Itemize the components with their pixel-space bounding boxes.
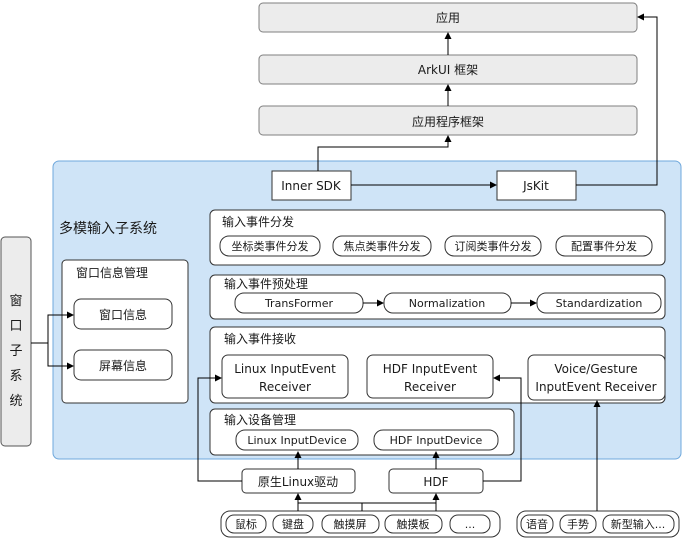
receive-box: 输入事件接收 Linux InputEvent Receiver HDF Inp… — [209, 326, 666, 404]
window-subsystem-char: 统 — [9, 394, 22, 409]
arrow-sdk-to-framework — [317, 135, 452, 171]
devices-connector — [297, 502, 437, 511]
device-item: 键盘 — [282, 517, 304, 531]
app-layer: 应用 — [258, 2, 638, 33]
preprocess-item: TransFormer — [264, 297, 334, 310]
device-item: 触摸屏 — [334, 517, 367, 531]
hdf-receiver-label: Receiver — [404, 380, 456, 394]
window-subsystem-char: 子 — [9, 344, 22, 359]
arrow-hdf-to-hdf-receiver — [483, 374, 522, 482]
preprocess-item: Normalization — [409, 297, 485, 310]
window-subsystem-char: 口 — [9, 319, 22, 334]
dispatch-item: 配置事件分发 — [571, 239, 637, 253]
window-mgmt-title: 窗口信息管理 — [76, 265, 148, 280]
hdf-receiver-label: HDF InputEvent — [383, 362, 478, 376]
device-mgmt-item: Linux InputDevice — [247, 434, 346, 447]
device-mgmt-title: 输入设备管理 — [224, 412, 296, 427]
preprocess-item: Standardization — [556, 297, 643, 310]
device-item: ... — [465, 518, 476, 531]
window-subsystem-char: 系 — [9, 369, 22, 384]
other-device-item: 新型输入... — [611, 517, 666, 531]
linux-receiver-label: Receiver — [259, 380, 311, 394]
voice-receiver-label: InputEvent Receiver — [535, 380, 656, 394]
linux-driver-label: 原生Linux驱动 — [258, 475, 338, 489]
dispatch-item: 坐标类事件分发 — [232, 239, 309, 253]
arrow-driver-to-linux-receiver — [197, 374, 242, 482]
preprocess-title: 输入事件预处理 — [224, 276, 308, 291]
screen-info-label: 屏幕信息 — [99, 358, 147, 373]
subsystem-title: 多模输入子系统 — [59, 220, 157, 237]
window-info-label: 窗口信息 — [99, 307, 147, 322]
dispatch-item: 焦点类事件分发 — [344, 239, 421, 253]
window-info-box — [73, 298, 173, 330]
screen-info-box — [73, 349, 173, 381]
linux-driver-box: 原生Linux驱动 — [241, 468, 356, 494]
device-item: 触摸板 — [397, 517, 430, 531]
jskit-label: JsKit — [522, 179, 549, 193]
other-device-item: 手势 — [567, 517, 589, 531]
hdf-driver-box: HDF — [388, 468, 484, 494]
receive-title: 输入事件接收 — [224, 331, 296, 346]
arkui-label: ArkUI 框架 — [418, 63, 478, 77]
linux-receiver-label: Linux InputEvent — [234, 362, 336, 376]
jskit-box: JsKit — [496, 170, 577, 201]
device-mgmt-box: 输入设备管理 Linux InputDevice HDF InputDevice — [209, 408, 515, 456]
inner-sdk-label: Inner SDK — [281, 179, 342, 193]
arrow-to-screen-info — [31, 342, 74, 370]
preprocess-box: 输入事件预处理 TransFormer Normalization Standa… — [209, 274, 666, 320]
window-mgmt-box: 窗口信息管理 窗口信息 屏幕信息 — [61, 259, 189, 404]
dispatch-box: 输入事件分发 坐标类事件分发 焦点类事件分发 订阅类事件分发 配置事件分发 — [209, 209, 666, 266]
hdf-driver-label: HDF — [423, 475, 448, 489]
app-label: 应用 — [436, 10, 460, 25]
device-mgmt-item: HDF InputDevice — [390, 434, 483, 447]
voice-receiver-label: Voice/Gesture — [554, 362, 637, 376]
device-item: 鼠标 — [235, 517, 257, 531]
app-framework-label: 应用程序框架 — [412, 114, 484, 129]
app-framework-layer: 应用程序框架 — [258, 105, 638, 136]
arkui-layer: ArkUI 框架 — [258, 54, 638, 85]
dispatch-item: 订阅类事件分发 — [455, 239, 532, 253]
inner-sdk-box: Inner SDK — [271, 170, 352, 201]
arrow-jskit-to-app — [576, 13, 658, 186]
dispatch-title: 输入事件分发 — [222, 214, 294, 229]
other-devices-box: 语音 手势 新型输入... — [516, 510, 680, 538]
window-subsystem-char: 窗 — [9, 293, 22, 309]
other-device-item: 语音 — [526, 517, 548, 531]
window-subsystem-box: 窗 口 子 系 统 — [0, 236, 32, 447]
devices-box: 鼠标 键盘 触摸屏 触摸板 ... — [220, 510, 501, 538]
